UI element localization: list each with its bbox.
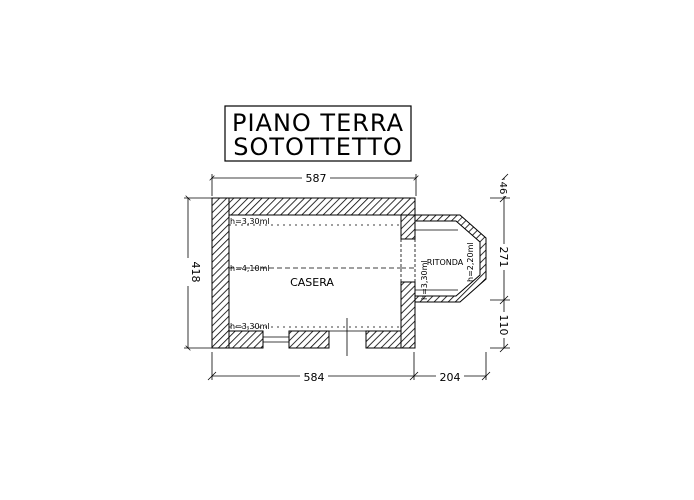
room-label-casera: CASERA	[290, 276, 334, 289]
dimension-top-bg	[302, 171, 330, 183]
dimension-right-top-label: 46	[497, 182, 508, 195]
height-main-mid: h=4,10ml	[230, 264, 270, 273]
dimension-right-middle-label: 271	[497, 247, 510, 268]
title-frame	[224, 105, 412, 162]
title-line-2: SOTOTTETTO	[233, 133, 403, 161]
dimension-bottom-right-label: 204	[440, 371, 461, 384]
main-room-walls	[211, 197, 416, 349]
dimension-bottom-right-bg	[436, 370, 464, 382]
dimension-right-top-bg	[498, 180, 510, 196]
room-label-ritonda: RITONDA	[427, 258, 464, 267]
height-annex-left: h=3,30ml	[420, 260, 429, 300]
dimension-right-bottom-label: 110	[497, 315, 510, 336]
title-line-1: PIANO TERRA	[232, 109, 404, 137]
title-box: PIANO TERRA SOTOTTETTO	[224, 105, 412, 162]
dimension-top-label: 587	[306, 172, 327, 185]
dimension-right-bottom-bg	[498, 312, 510, 338]
dimension-left-bg	[182, 258, 194, 286]
height-annex-right: h=2,20ml	[466, 242, 475, 282]
annex-door	[400, 239, 416, 282]
annex-walls	[414, 214, 487, 303]
height-main-top: h=3,30ml	[230, 217, 270, 226]
height-main-bottom: h=3,30ml	[230, 322, 270, 331]
dimension-bottom-left-bg	[300, 370, 328, 382]
dimension-bottom-left-label: 584	[304, 371, 325, 384]
dimension-right-middle-bg	[498, 244, 510, 270]
dimension-left-label: 418	[189, 262, 202, 283]
bottom-openings	[263, 318, 366, 356]
ridge-lines	[229, 224, 415, 328]
